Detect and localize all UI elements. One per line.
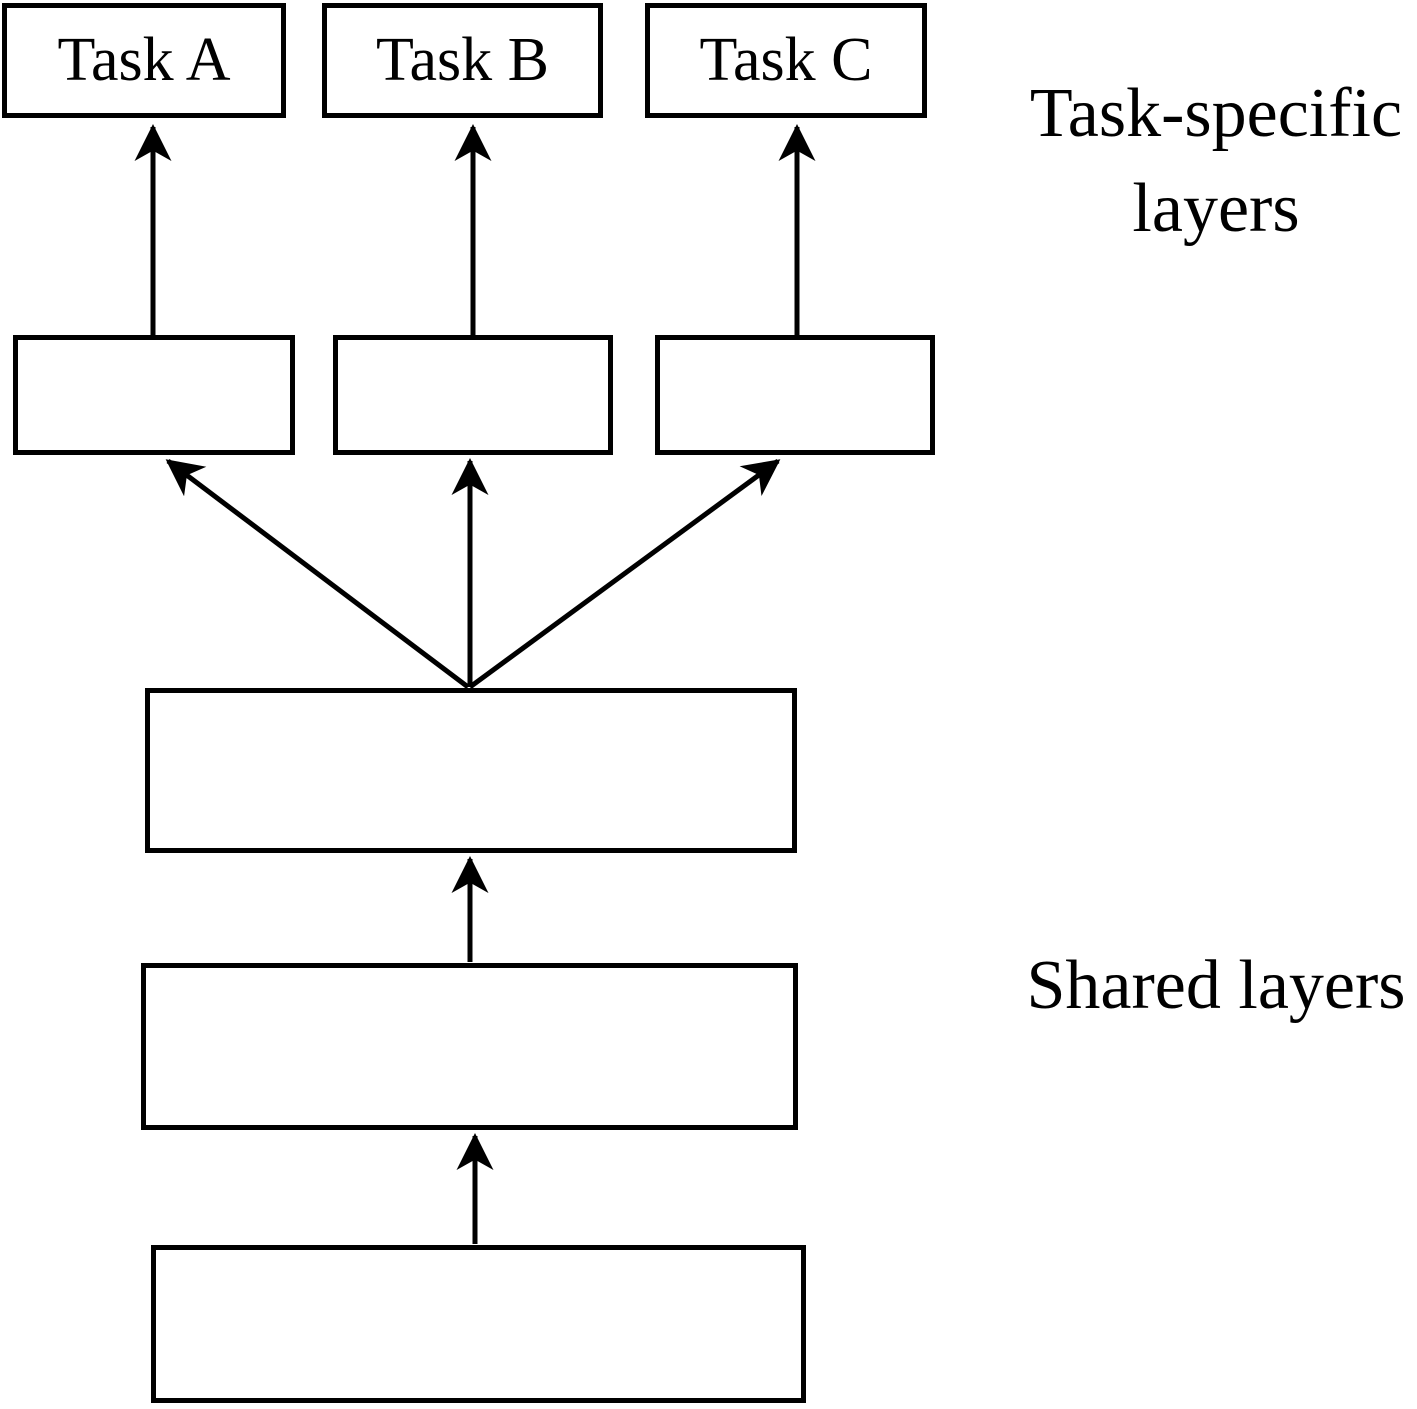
shared-layers-label-line1: Shared layers [1026, 947, 1406, 1024]
arrow-shared1-to-specific1 [165, 459, 470, 689]
shared-layers-label: Shared layers [1015, 938, 1417, 1033]
task-box-a: Task A [2, 3, 286, 118]
task-specific-layer-box-3 [655, 335, 935, 455]
task-box-a-label: Task A [57, 26, 231, 94]
task-specific-layers-label-line2: layers [1132, 170, 1300, 247]
arrow-shared1-to-specific3 [468, 458, 781, 690]
task-box-b-label: Task B [375, 26, 550, 94]
task-specific-layers-label-line1: Task-specific [1029, 75, 1403, 152]
task-specific-layers-label: Task-specific layers [1015, 66, 1417, 256]
task-specific-layer-box-2 [333, 335, 613, 455]
shared-layer-box-2 [141, 963, 798, 1130]
shared-layer-box-3 [151, 1245, 806, 1403]
shared-layer-box-1 [145, 688, 797, 853]
task-box-c: Task C [645, 3, 927, 118]
task-box-b: Task B [322, 3, 603, 118]
task-specific-layer-box-1 [13, 335, 295, 455]
task-box-c-label: Task C [699, 26, 873, 94]
